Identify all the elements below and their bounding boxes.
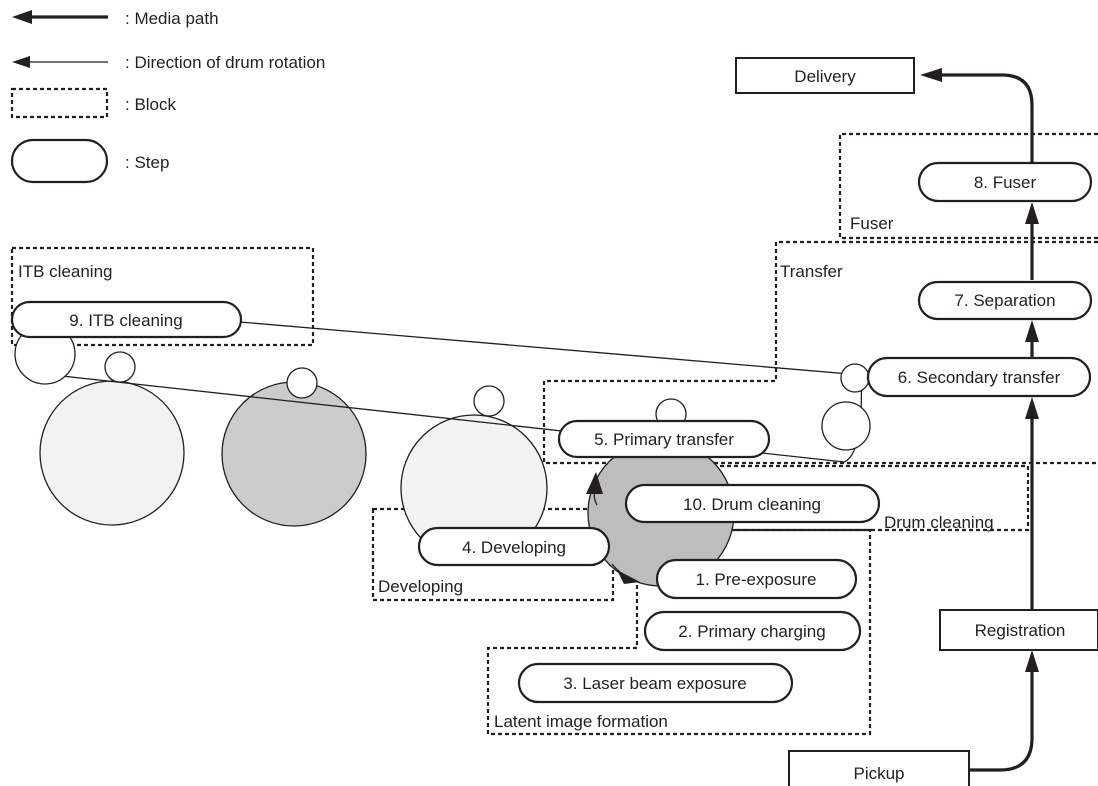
block-transfer: [542, 240, 1098, 465]
legend: : Media path : Direction of drum rotatio…: [10, 9, 325, 184]
delivery-label: Delivery: [794, 67, 856, 86]
step-primary-charging: [643, 610, 862, 652]
block-itb-cleaning-label: ITB cleaning: [18, 262, 113, 281]
step-laser-beam-exposure: [517, 662, 794, 704]
registration-label: Registration: [975, 621, 1066, 640]
step-secondary-transfer-label: 6. Secondary transfer: [898, 368, 1061, 387]
block-itb-cleaning: [10, 246, 315, 347]
step-fuser-label: 8. Fuser: [974, 173, 1037, 192]
block-latent-image-formation-label: Latent image formation: [494, 712, 668, 731]
step-drum-cleaning-label: 10. Drum cleaning: [683, 495, 821, 514]
media-path-fuser-to-delivery: [940, 73, 1034, 162]
block-fuser-label: Fuser: [850, 214, 894, 233]
media-path-arrow-fuser: [1025, 202, 1039, 224]
step-developing: [417, 526, 611, 567]
step-laser-beam-exposure-label: 3. Laser beam exposure: [563, 674, 746, 693]
step-primary-charging-label: 2. Primary charging: [678, 622, 825, 641]
block-developing-label: Developing: [378, 577, 463, 596]
legend-drum-rotation-label: : Direction of drum rotation: [125, 53, 325, 72]
delivery-box: [735, 57, 915, 94]
block-drum-cleaning-label: Drum cleaning: [884, 513, 994, 532]
block-fuser: [838, 132, 1098, 240]
step-separation-label: 7. Separation: [954, 291, 1055, 310]
legend-block-symbol: [10, 87, 109, 119]
pickup-box: [788, 750, 970, 786]
step-itb-cleaning-label: 9. ITB cleaning: [69, 311, 182, 330]
block-drum-cleaning: [620, 464, 1030, 532]
step-pre-exposure-label: 1. Pre-exposure: [696, 570, 817, 589]
legend-drum-rotation-symbol: [12, 56, 108, 68]
primary-transfer-roller-3: [473, 385, 505, 417]
step-itb-cleaning: [10, 300, 243, 339]
step-fuser: [917, 161, 1093, 203]
secondary-transfer-outer-roller: [821, 401, 871, 451]
legend-media-path-symbol: [12, 10, 108, 24]
step-pre-exposure: [655, 558, 858, 600]
legend-media-path-label: : Media path: [125, 9, 219, 28]
block-transfer-label: Transfer: [780, 262, 843, 281]
primary-transfer-roller-1: [104, 351, 136, 383]
legend-step-symbol: [10, 138, 109, 184]
step-primary-transfer: [557, 419, 771, 459]
block-latent-image-formation: [486, 528, 872, 736]
drum-yellow: [39, 380, 185, 526]
registration-box: [939, 609, 1098, 651]
legend-block-label: : Block: [125, 95, 177, 114]
step-developing-label: 4. Developing: [462, 538, 566, 557]
step-primary-transfer-label: 5. Primary transfer: [594, 430, 734, 449]
step-separation: [917, 280, 1093, 321]
step-drum-cleaning: [624, 483, 881, 524]
media-path-arrow-delivery: [920, 68, 942, 82]
media-path-pickup-to-registration: [970, 668, 1034, 772]
secondary-transfer-inner-roller: [840, 363, 870, 393]
legend-step-label: : Step: [125, 153, 169, 172]
drum-rotation-arrow-bottom: [611, 563, 640, 584]
media-path-arrow-separation: [1025, 320, 1039, 342]
primary-transfer-roller-2: [286, 367, 318, 399]
media-path: [920, 68, 1039, 772]
media-path-arrow-registration: [1025, 650, 1039, 672]
drum-magenta: [221, 381, 367, 527]
media-path-arrow-secondary: [1025, 397, 1039, 419]
pickup-label: Pickup: [853, 764, 904, 783]
step-secondary-transfer: [866, 356, 1092, 398]
drum-rotation-arrow-top: [586, 472, 603, 506]
